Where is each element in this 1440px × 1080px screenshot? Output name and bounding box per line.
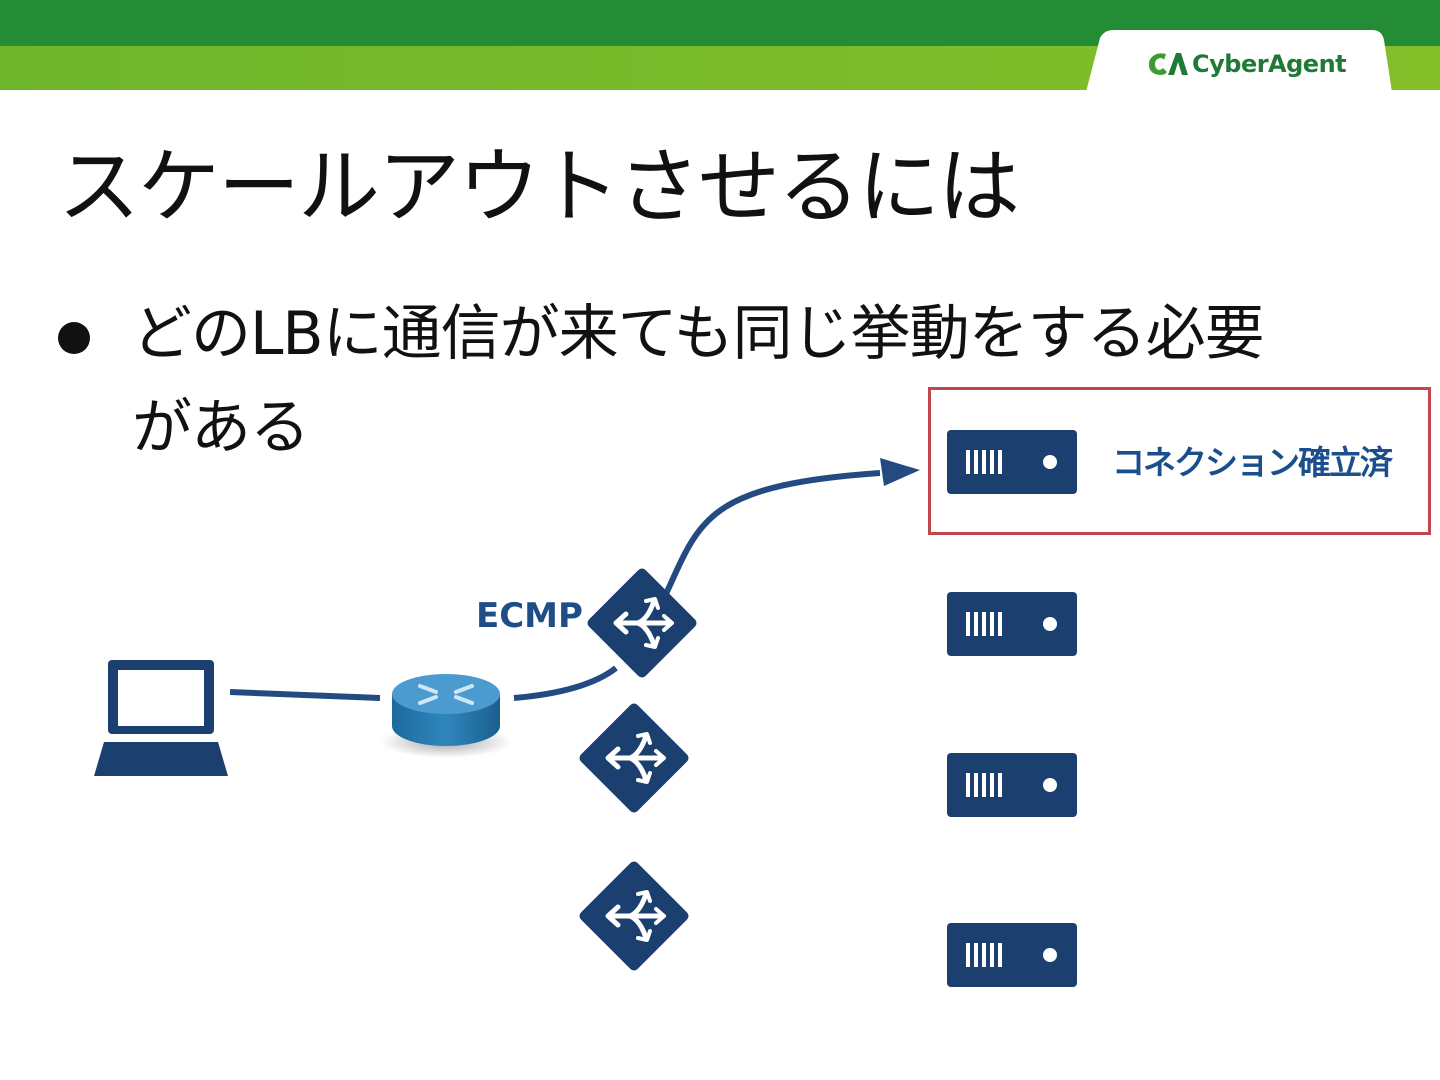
load-balancer-icon — [577, 859, 690, 972]
connection-established-label: コネクション確立済 — [1112, 443, 1393, 482]
logo-tab — [1086, 30, 1392, 92]
router-lb-link — [513, 665, 618, 701]
router-icon — [380, 674, 512, 758]
server-icon — [947, 753, 1077, 817]
lb-server-flow — [663, 470, 881, 596]
cyberagent-mark-icon — [1148, 53, 1188, 75]
server-icon — [947, 592, 1077, 656]
server-icon — [947, 923, 1077, 987]
load-balancer-icon — [585, 566, 698, 679]
bullet-dot — [58, 322, 90, 354]
laptop-icon — [94, 660, 228, 776]
logo-text: CyberAgent — [1192, 50, 1347, 78]
established-connection-highlight — [928, 387, 1431, 535]
load-balancer-icon — [577, 701, 690, 814]
slide-title: スケールアウトさせるには — [58, 140, 1020, 235]
cyberagent-logo: CyberAgent — [1146, 48, 1347, 80]
flow-arrowhead-icon — [880, 458, 920, 486]
laptop-router-link — [229, 689, 381, 701]
bullet-text-line-2: がある — [132, 393, 310, 463]
bullet-text-line-1: どのLBに通信が来ても同じ挙動をする必要 — [132, 299, 1265, 369]
ecmp-label: ECMP — [476, 596, 583, 636]
